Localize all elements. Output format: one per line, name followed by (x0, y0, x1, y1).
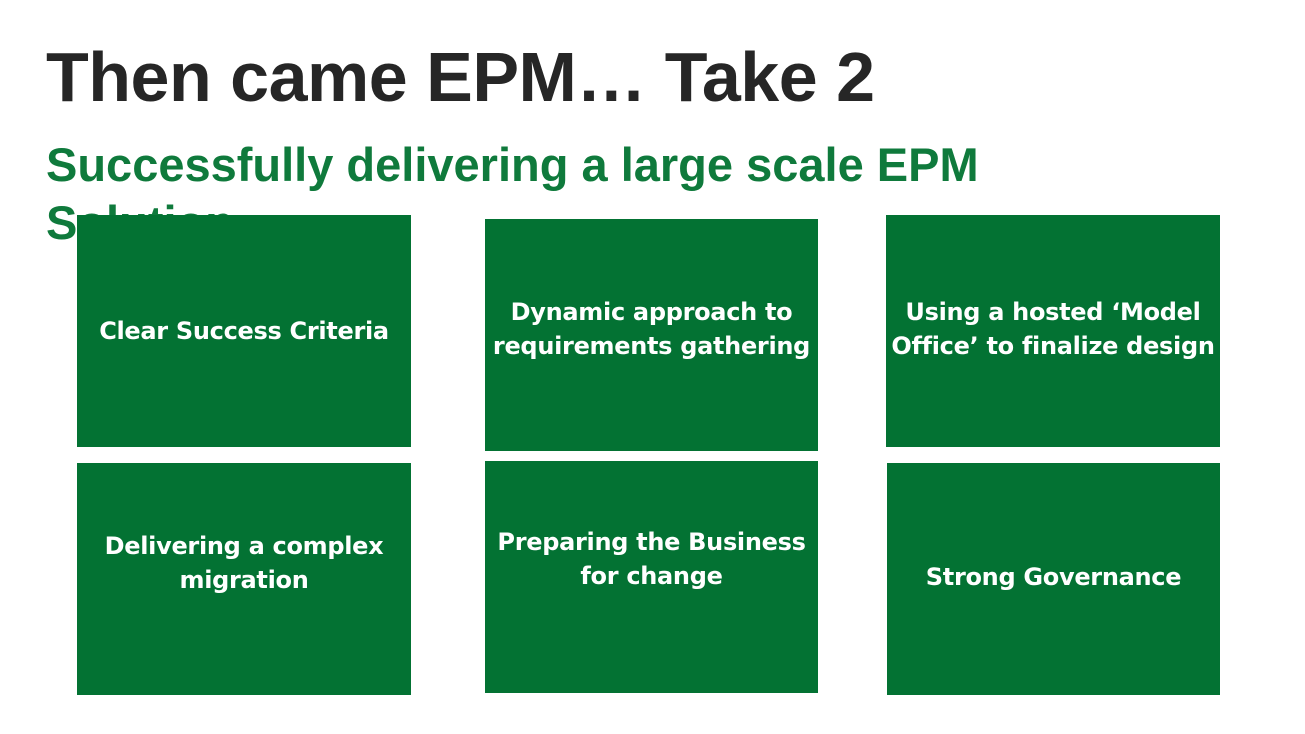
tile-label: Strong Governance (925, 563, 1182, 591)
tile-business-change: Preparing the Business for change (485, 461, 818, 693)
tile-dynamic-requirements: Dynamic approach to requirements gatheri… (485, 219, 818, 451)
tile-label: Preparing the Business for change (497, 528, 806, 590)
tile-model-office: Using a hosted ‘Model Office’ to finaliz… (886, 215, 1220, 447)
tile-label: Clear Success Criteria (99, 317, 389, 345)
tile-complex-migration: Delivering a complex migration (77, 463, 411, 695)
tile-label: Delivering a complex migration (104, 532, 384, 594)
tile-label: Using a hosted ‘Model Office’ to finaliz… (891, 298, 1215, 360)
tile-strong-governance: Strong Governance (887, 463, 1220, 695)
slide-title: Then came EPM… Take 2 (46, 38, 875, 116)
tile-clear-success-criteria: Clear Success Criteria (77, 215, 411, 447)
tile-label: Dynamic approach to requirements gatheri… (492, 298, 811, 360)
